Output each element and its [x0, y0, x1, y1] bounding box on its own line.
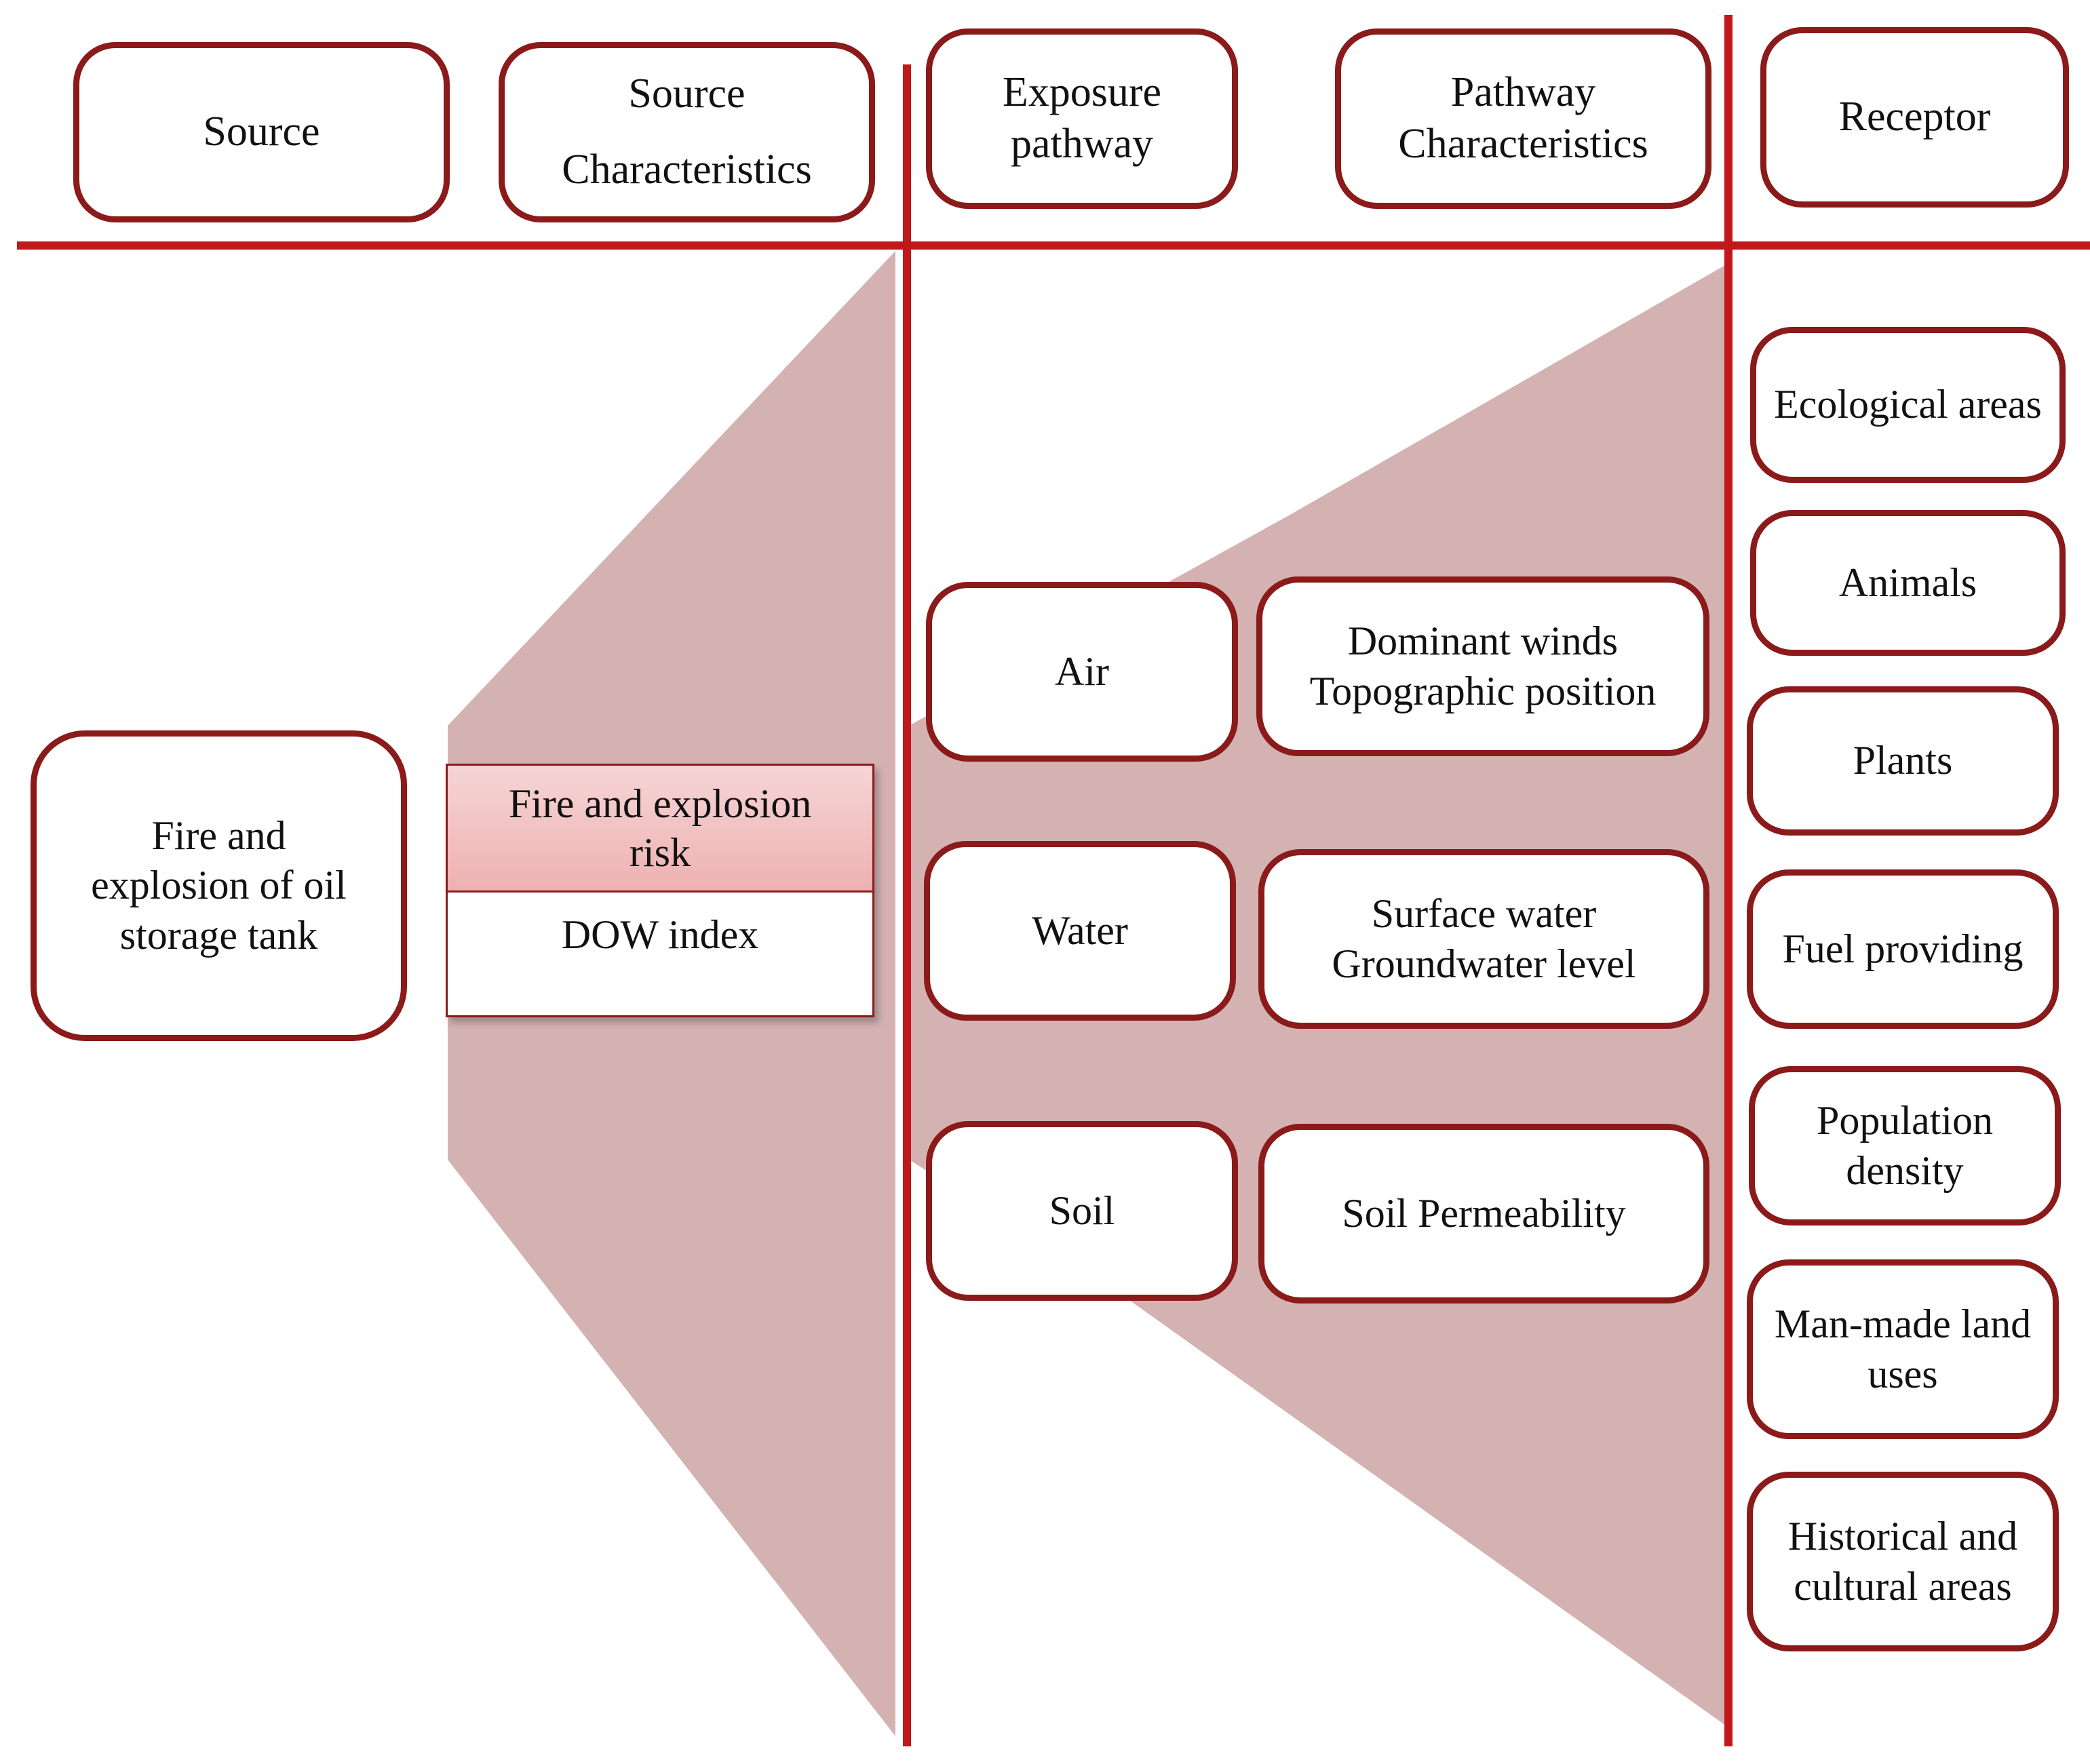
- receptor-man-made-land-uses-line-1: Man-made land: [1774, 1301, 2032, 1347]
- pathway-soil-box: Soil: [926, 1121, 1238, 1301]
- header-source-label: Source: [203, 109, 320, 155]
- header-pathway-characteristics: Pathway Characteristics: [1335, 28, 1711, 209]
- water-characteristics-line-2: Groundwater level: [1332, 941, 1636, 986]
- receptor-fuel-providing: Fuel providing: [1747, 869, 2059, 1029]
- air-characteristics-box: Dominant winds Topographic position: [1256, 576, 1709, 756]
- risk-line-1: Fire and explosion: [508, 781, 812, 826]
- water-characteristics-box: Surface water Groundwater level: [1258, 849, 1709, 1029]
- receptor-fuel-providing-label: Fuel providing: [1782, 926, 2024, 971]
- receptor-historical-cultural-areas-line-1: Historical and: [1787, 1514, 2018, 1559]
- pathway-water-box: Water: [924, 841, 1236, 1021]
- header-exposure-pathway-line-2: pathway: [1010, 121, 1154, 167]
- header-exposure-pathway: Exposure pathway: [926, 28, 1238, 209]
- header-receptor: Receptor: [1760, 27, 2069, 208]
- receptor-plants-label: Plants: [1853, 738, 1953, 783]
- header-exposure-pathway-line-1: Exposure: [1002, 69, 1162, 116]
- receptor-man-made-land-uses-line-2: uses: [1868, 1351, 1938, 1396]
- receptor-animals: Animals: [1750, 510, 2066, 656]
- receptor-historical-cultural-areas-line-2: cultural areas: [1794, 1563, 2012, 1609]
- source-line-2: explosion of oil: [91, 863, 347, 908]
- water-characteristics-line-1: Surface water: [1371, 891, 1597, 937]
- header-source-characteristics-line-1: Source: [628, 71, 746, 117]
- soil-characteristics-box: Soil Permeability: [1258, 1124, 1709, 1304]
- pathway-air-box: Air: [926, 582, 1238, 762]
- pathway-water-label: Water: [1032, 907, 1128, 953]
- header-source: Source: [73, 42, 450, 222]
- air-characteristics-line-1: Dominant winds: [1347, 619, 1619, 664]
- pathway-soil-label: Soil: [1049, 1188, 1115, 1233]
- pathway-air-label: Air: [1055, 648, 1109, 694]
- receptor-animals-label: Animals: [1838, 560, 1977, 605]
- header-source-characteristics-line-2: Characteristics: [562, 146, 812, 193]
- header-receptor-label: Receptor: [1838, 94, 1991, 140]
- soil-characteristics-line-1: Soil Permeability: [1342, 1190, 1626, 1236]
- source-line-1: Fire and: [151, 813, 286, 859]
- risk-line-2: risk: [630, 830, 691, 875]
- risk-cell: Fire and explosion risk: [448, 766, 872, 893]
- header-pathway-characteristics-line-1: Pathway: [1450, 69, 1596, 116]
- dow-index-cell: DOW index: [561, 912, 759, 957]
- receptor-ecological-areas: Ecological areas: [1750, 327, 2066, 483]
- source-box: Fire and explosion of oil storage tank: [31, 730, 407, 1041]
- receptor-man-made-land-uses: Man-made land uses: [1747, 1259, 2059, 1439]
- receptor-ecological-areas-label: Ecological areas: [1774, 382, 2042, 427]
- header-pathway-characteristics-line-2: Characteristics: [1398, 121, 1648, 167]
- receptor-historical-cultural-areas: Historical and cultural areas: [1747, 1472, 2059, 1651]
- receptor-population-density-line-2: density: [1846, 1148, 1964, 1193]
- header-source-characteristics: Source Characteristics: [499, 42, 875, 222]
- receptor-population-density-line-1: Population: [1816, 1098, 1993, 1143]
- source-characteristics-table: Fire and explosion risk DOW index: [446, 764, 874, 1017]
- receptor-population-density: Population density: [1749, 1066, 2061, 1226]
- air-characteristics-line-2: Topographic position: [1309, 668, 1657, 713]
- source-line-3: storage tank: [119, 912, 318, 958]
- receptor-plants: Plants: [1747, 686, 2059, 836]
